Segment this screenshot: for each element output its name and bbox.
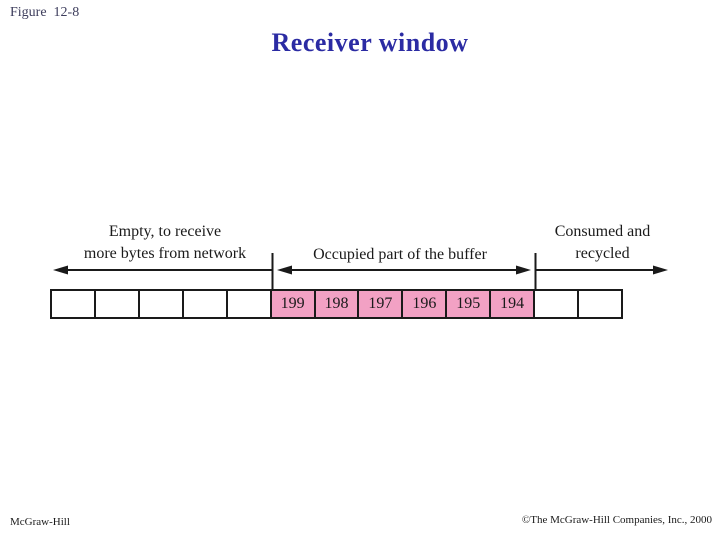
buffer-cell <box>579 291 621 317</box>
region-arrows <box>53 253 668 289</box>
consumed-region-label-line2: recycled <box>575 245 630 262</box>
buffer-cell: 197 <box>359 291 404 317</box>
buffer-cell: 199 <box>271 291 316 317</box>
buffer-cell: 196 <box>403 291 448 317</box>
occupied-arrow <box>277 265 531 275</box>
buffer-cell <box>140 291 184 317</box>
buffer-cell <box>52 291 96 317</box>
occupied-left-arrowhead-icon <box>277 265 292 275</box>
empty-region-label: Empty, to receive more bytes from networ… <box>55 221 275 265</box>
buffer-cell <box>535 291 580 317</box>
buffer-cell: 195 <box>447 291 492 317</box>
occupied-region-label-line1: Occupied part of the buffer <box>313 246 487 263</box>
consumed-region-label: Consumed and recycled <box>535 221 670 265</box>
right-arrow <box>536 265 668 275</box>
empty-region-label-line1: Empty, to receive <box>108 223 222 240</box>
footer-publisher: McGraw-Hill <box>10 516 70 528</box>
buffer-cell <box>96 291 140 317</box>
occupied-right-arrowhead-icon <box>516 265 531 275</box>
consumed-region-label-line1: Consumed and <box>554 223 651 240</box>
left-arrowhead-icon <box>53 265 68 275</box>
page-title: Receiver window <box>271 28 469 57</box>
empty-region-label-line2: more bytes from network <box>83 245 247 262</box>
buffer-cell: 194 <box>491 291 536 317</box>
occupied-region-label: Occupied part of the buffer <box>275 244 525 266</box>
figure-label: Figure 12-8 <box>10 5 80 20</box>
buffer-cell <box>184 291 228 317</box>
footer-copyright: ©The McGraw-Hill Companies, Inc., 2000 <box>521 514 712 526</box>
buffer-cell <box>228 291 272 317</box>
right-arrowhead-icon <box>653 265 668 275</box>
buffer-cell: 198 <box>315 291 360 317</box>
left-arrow <box>53 265 272 275</box>
